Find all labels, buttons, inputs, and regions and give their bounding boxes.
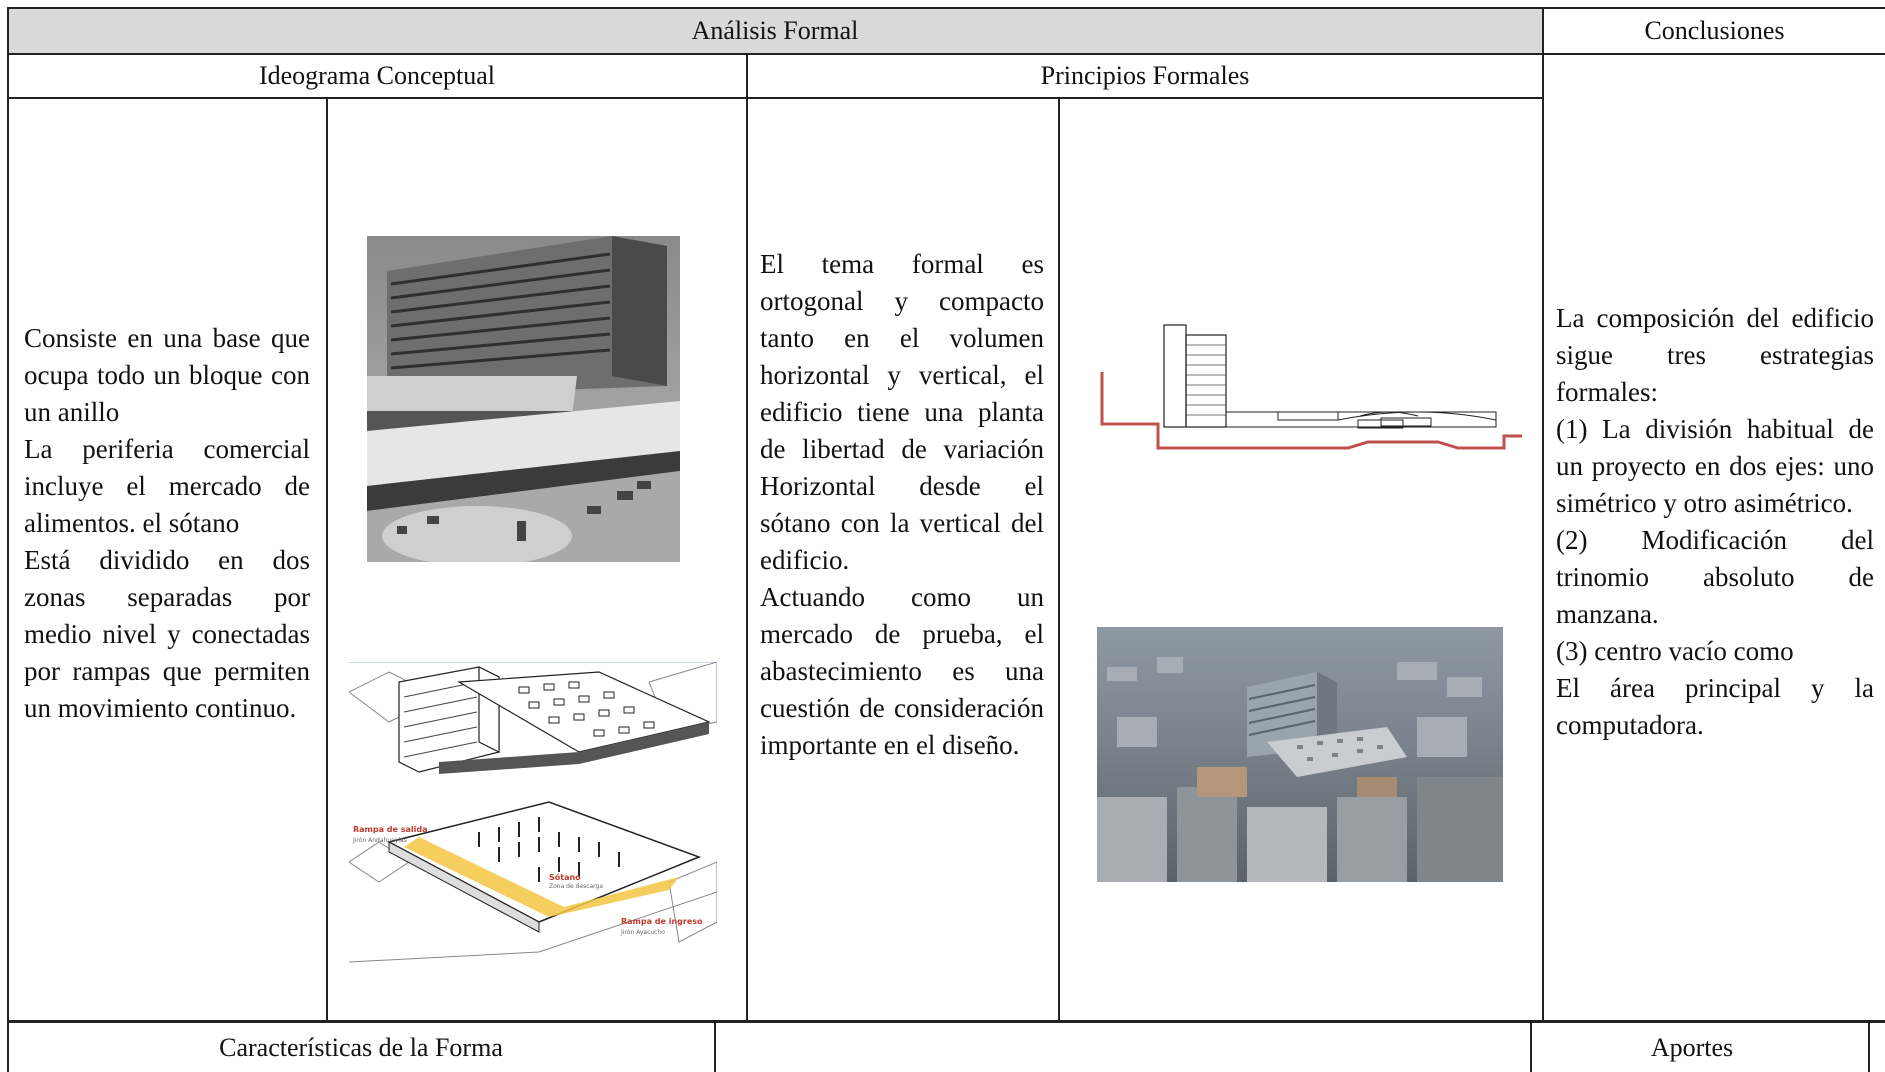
header-caracteristicas-label: Características de la Forma: [219, 1032, 503, 1062]
grid-line-body-bottom: [7, 1020, 1885, 1023]
header-principios-label: Principios Formales: [1040, 61, 1250, 90]
label-rampa-ingreso-sub: Jirón Ayacucho: [620, 929, 665, 936]
label-rampa-salida-sub: Jirón Andahuaylas: [352, 837, 407, 844]
header-conclusiones-label: Conclusiones: [1644, 15, 1785, 45]
grid-line-bottom-1: [714, 1020, 716, 1072]
grid-line-row2: [7, 97, 1544, 99]
conclusiones-paragraph-2: (1) La división habitual de un proyecto …: [1556, 414, 1874, 518]
label-sotano-sub: Zona de descarga: [549, 883, 603, 890]
ideograma-paragraph-3: Está dividido en dos zonas separadas por…: [24, 545, 310, 723]
grid-line-ideograma-principios: [746, 53, 748, 1022]
grid-line-principios-split: [1058, 97, 1060, 1022]
header-caracteristicas: Características de la Forma: [8, 1023, 714, 1072]
aerial-city-photo-graphic: [1097, 627, 1503, 882]
ideograma-paragraph-1: Consiste en una base que ocupa todo un b…: [24, 323, 310, 427]
principios-text: El tema formal es ortogonal y compacto t…: [760, 246, 1044, 764]
grid-line-ideograma-split: [326, 97, 328, 1022]
axonometric-diagram-graphic: Rampa de salida Jirón Andahuaylas Sótano…: [349, 662, 717, 963]
historic-building-photo-graphic: [367, 236, 680, 562]
aerial-city-photo: [1097, 627, 1503, 882]
principios-paragraph-2: Actuando como un mercado de prueba, el a…: [760, 582, 1044, 760]
header-aportes-label: Aportes: [1650, 1032, 1734, 1062]
label-rampa-salida: Rampa de salida: [353, 825, 428, 834]
ideograma-text: Consiste en una base que ocupa todo un b…: [24, 320, 310, 727]
header-conclusiones: Conclusiones: [1544, 8, 1885, 53]
header-principios: Principios Formales: [748, 55, 1542, 97]
ideograma-paragraph-2: La periferia comercial incluye el mercad…: [24, 434, 310, 538]
section-drawing-graphic: [1100, 324, 1522, 450]
header-aportes: Aportes: [1532, 1023, 1852, 1072]
header-analisis-formal-label: Análisis Formal: [691, 15, 859, 45]
conclusiones-text: La composición del edificio sigue tres e…: [1556, 300, 1874, 744]
grid-left-border: [7, 7, 9, 1072]
section-drawing: [1098, 320, 1524, 470]
conclusiones-paragraph-3: (2) Modificación del trinomio absoluto d…: [1556, 525, 1874, 629]
header-analisis-formal: Análisis Formal: [8, 8, 1542, 53]
grid-top-border: [7, 7, 1885, 9]
conclusiones-paragraph-1: La composición del edificio sigue tres e…: [1556, 303, 1874, 407]
grid-line-bottom-3: [1868, 1020, 1870, 1072]
conclusiones-paragraph-4: (3) centro vacío como: [1556, 636, 1794, 666]
principios-paragraph-1: El tema formal es ortogonal y compacto t…: [760, 249, 1044, 575]
grid-line-conclusiones: [1542, 7, 1544, 1022]
conclusiones-paragraph-5: El área principal y la computadora.: [1556, 673, 1874, 740]
header-ideograma: Ideograma Conceptual: [8, 55, 746, 97]
historic-building-photo: [367, 236, 680, 562]
label-sotano: Sótano: [549, 872, 581, 882]
grid-line-bottom-2: [1530, 1020, 1532, 1072]
grid-line-row1: [7, 53, 1885, 55]
axonometric-diagram: Rampa de salida Jirón Andahuaylas Sótano…: [349, 662, 717, 978]
header-ideograma-label: Ideograma Conceptual: [258, 61, 496, 90]
label-rampa-ingreso: Rampa de ingreso: [621, 917, 703, 926]
